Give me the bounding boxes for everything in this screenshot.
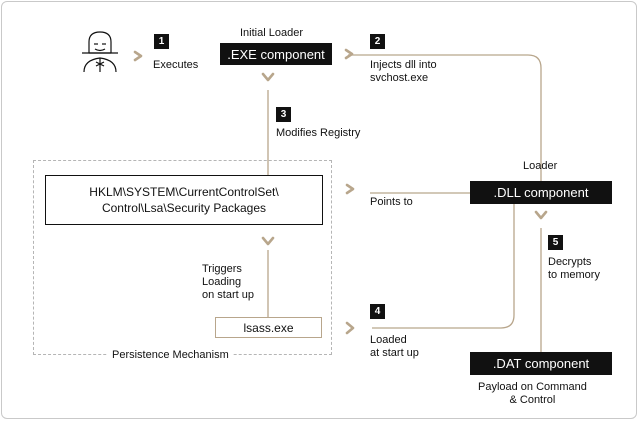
step-badge-1: 1	[154, 34, 169, 49]
triggers-label: Triggers Loading on start up	[202, 263, 254, 301]
dat-component-box: .DAT component	[470, 352, 612, 375]
dll-component-box: .DLL component	[470, 181, 612, 204]
line-lsass-to-dll	[372, 204, 515, 329]
line-inject-to-dll	[348, 54, 542, 181]
chevron-arrow-icon	[133, 50, 143, 62]
step-badge-3: 3	[276, 107, 291, 122]
persistence-mechanism-label: Persistence Mechanism	[108, 349, 233, 362]
initial-loader-label: Initial Loader	[240, 27, 303, 39]
loaded-label: Loaded at start up	[370, 334, 419, 359]
step-badge-5: 5	[548, 235, 563, 250]
decrypts-label: Decrypts to memory	[548, 256, 600, 281]
points-to-label: Points to	[370, 196, 413, 208]
step-badge-4: 4	[370, 304, 385, 319]
injects-label: Injects dll into svchost.exe	[370, 59, 437, 84]
executes-label: Executes	[153, 59, 199, 71]
registry-path-box: HKLM\SYSTEM\CurrentControlSet\ Control\L…	[45, 175, 323, 225]
payload-label: Payload on Command & Control	[478, 381, 587, 406]
lsass-box: lsass.exe	[215, 317, 322, 338]
exe-component-box: .EXE component	[220, 43, 332, 65]
chevron-arrow-icon	[345, 321, 355, 335]
step-badge-2: 2	[370, 34, 385, 49]
chevron-arrow-icon	[261, 72, 275, 82]
chevron-arrow-icon	[345, 183, 355, 195]
loader-label: Loader	[523, 160, 558, 172]
chevron-arrow-icon	[344, 48, 354, 60]
chevron-arrow-icon	[261, 236, 275, 246]
modifies-registry-label: Modifies Registry	[276, 127, 361, 139]
chevron-arrow-icon	[534, 210, 548, 220]
hacker-icon	[82, 31, 118, 73]
